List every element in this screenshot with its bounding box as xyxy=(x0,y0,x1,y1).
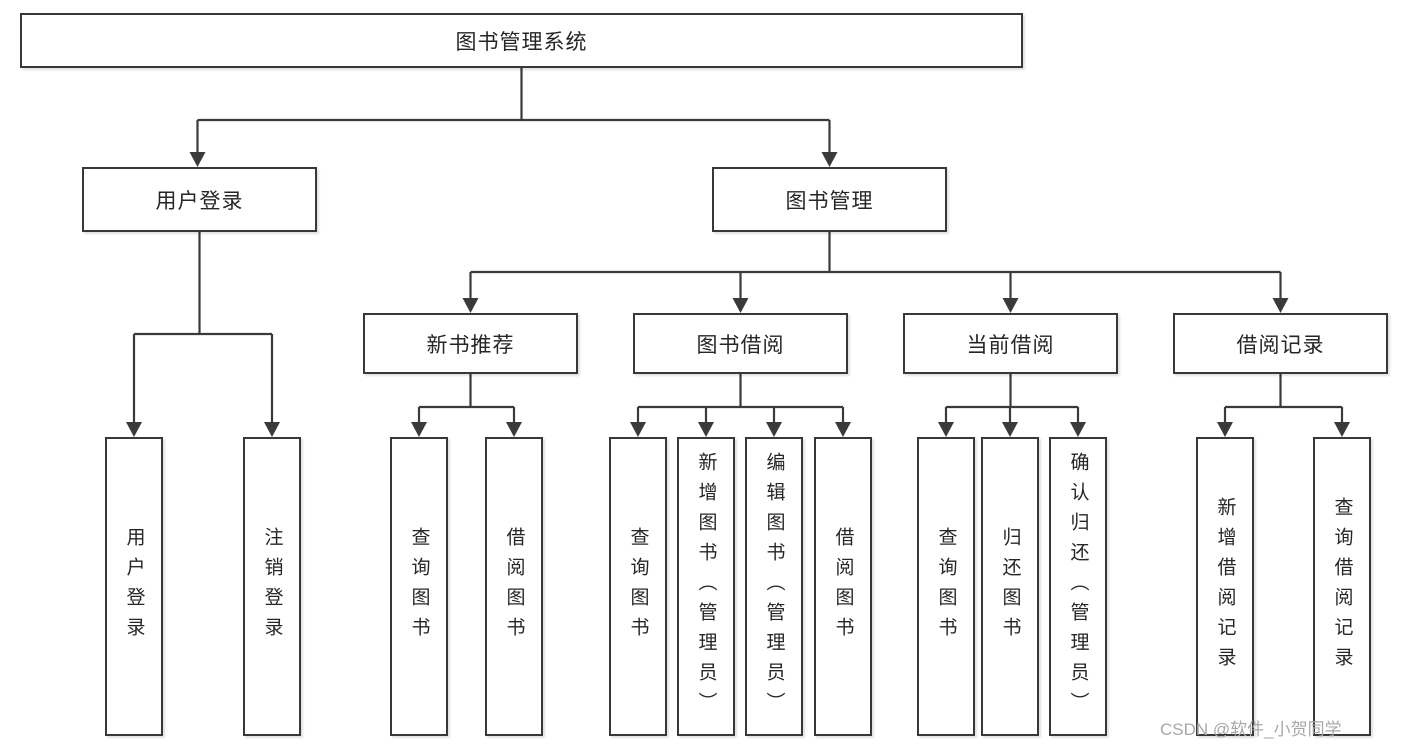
leaf-query-books-3: 查询图书 xyxy=(917,437,975,736)
leaf-label: 编辑图书（管理员） xyxy=(763,451,785,722)
leaf-label: 用户登录 xyxy=(123,526,145,647)
leaf-edit-books-admin: 编辑图书（管理员） xyxy=(745,437,803,736)
leaf-label: 借阅图书 xyxy=(503,526,525,647)
leaf-label: 查询图书 xyxy=(935,526,957,647)
node-new-book-recommend: 新书推荐 xyxy=(363,313,578,374)
connector-root-to-level1 xyxy=(189,68,838,167)
node-borrow-record: 借阅记录 xyxy=(1173,313,1388,374)
leaf-add-borrow-record: 新增借阅记录 xyxy=(1196,437,1254,736)
connector-current-borrow-children xyxy=(938,374,1086,437)
connector-book-mgmt-children xyxy=(462,232,1289,313)
connector-user-login-children xyxy=(126,232,280,437)
leaf-confirm-return-admin: 确认归还（管理员） xyxy=(1049,437,1107,736)
leaf-label: 注销登录 xyxy=(261,526,283,647)
leaf-query-books-2: 查询图书 xyxy=(609,437,667,736)
connector-new-book-children xyxy=(411,374,522,437)
node-user-login: 用户登录 xyxy=(82,167,317,232)
leaf-query-borrow-record: 查询借阅记录 xyxy=(1313,437,1371,736)
leaf-query-books-1: 查询图书 xyxy=(390,437,448,736)
leaf-label: 查询图书 xyxy=(408,526,430,647)
node-current-borrow: 当前借阅 xyxy=(903,313,1118,374)
leaf-user-login: 用户登录 xyxy=(105,437,163,736)
node-book-management: 图书管理 xyxy=(712,167,947,232)
leaf-borrow-books-1: 借阅图书 xyxy=(485,437,543,736)
leaf-return-books: 归还图书 xyxy=(981,437,1039,736)
leaf-label: 确认归还（管理员） xyxy=(1067,451,1089,722)
leaf-borrow-books-2: 借阅图书 xyxy=(814,437,872,736)
leaf-logout: 注销登录 xyxy=(243,437,301,736)
node-library-system: 图书管理系统 xyxy=(20,13,1023,68)
leaf-label: 新增图书（管理员） xyxy=(695,451,717,722)
leaf-label: 查询图书 xyxy=(627,526,649,647)
connector-book-borrow-children xyxy=(630,374,851,437)
leaf-label: 新增借阅记录 xyxy=(1214,496,1236,677)
node-book-borrow: 图书借阅 xyxy=(633,313,848,374)
leaf-label: 归还图书 xyxy=(999,526,1021,647)
leaf-label: 查询借阅记录 xyxy=(1331,496,1353,677)
connector-borrow-record-children xyxy=(1217,374,1350,437)
leaf-label: 借阅图书 xyxy=(832,526,854,647)
watermark: CSDN @软件_小贺同学 xyxy=(1160,720,1342,739)
leaf-add-books-admin: 新增图书（管理员） xyxy=(677,437,735,736)
